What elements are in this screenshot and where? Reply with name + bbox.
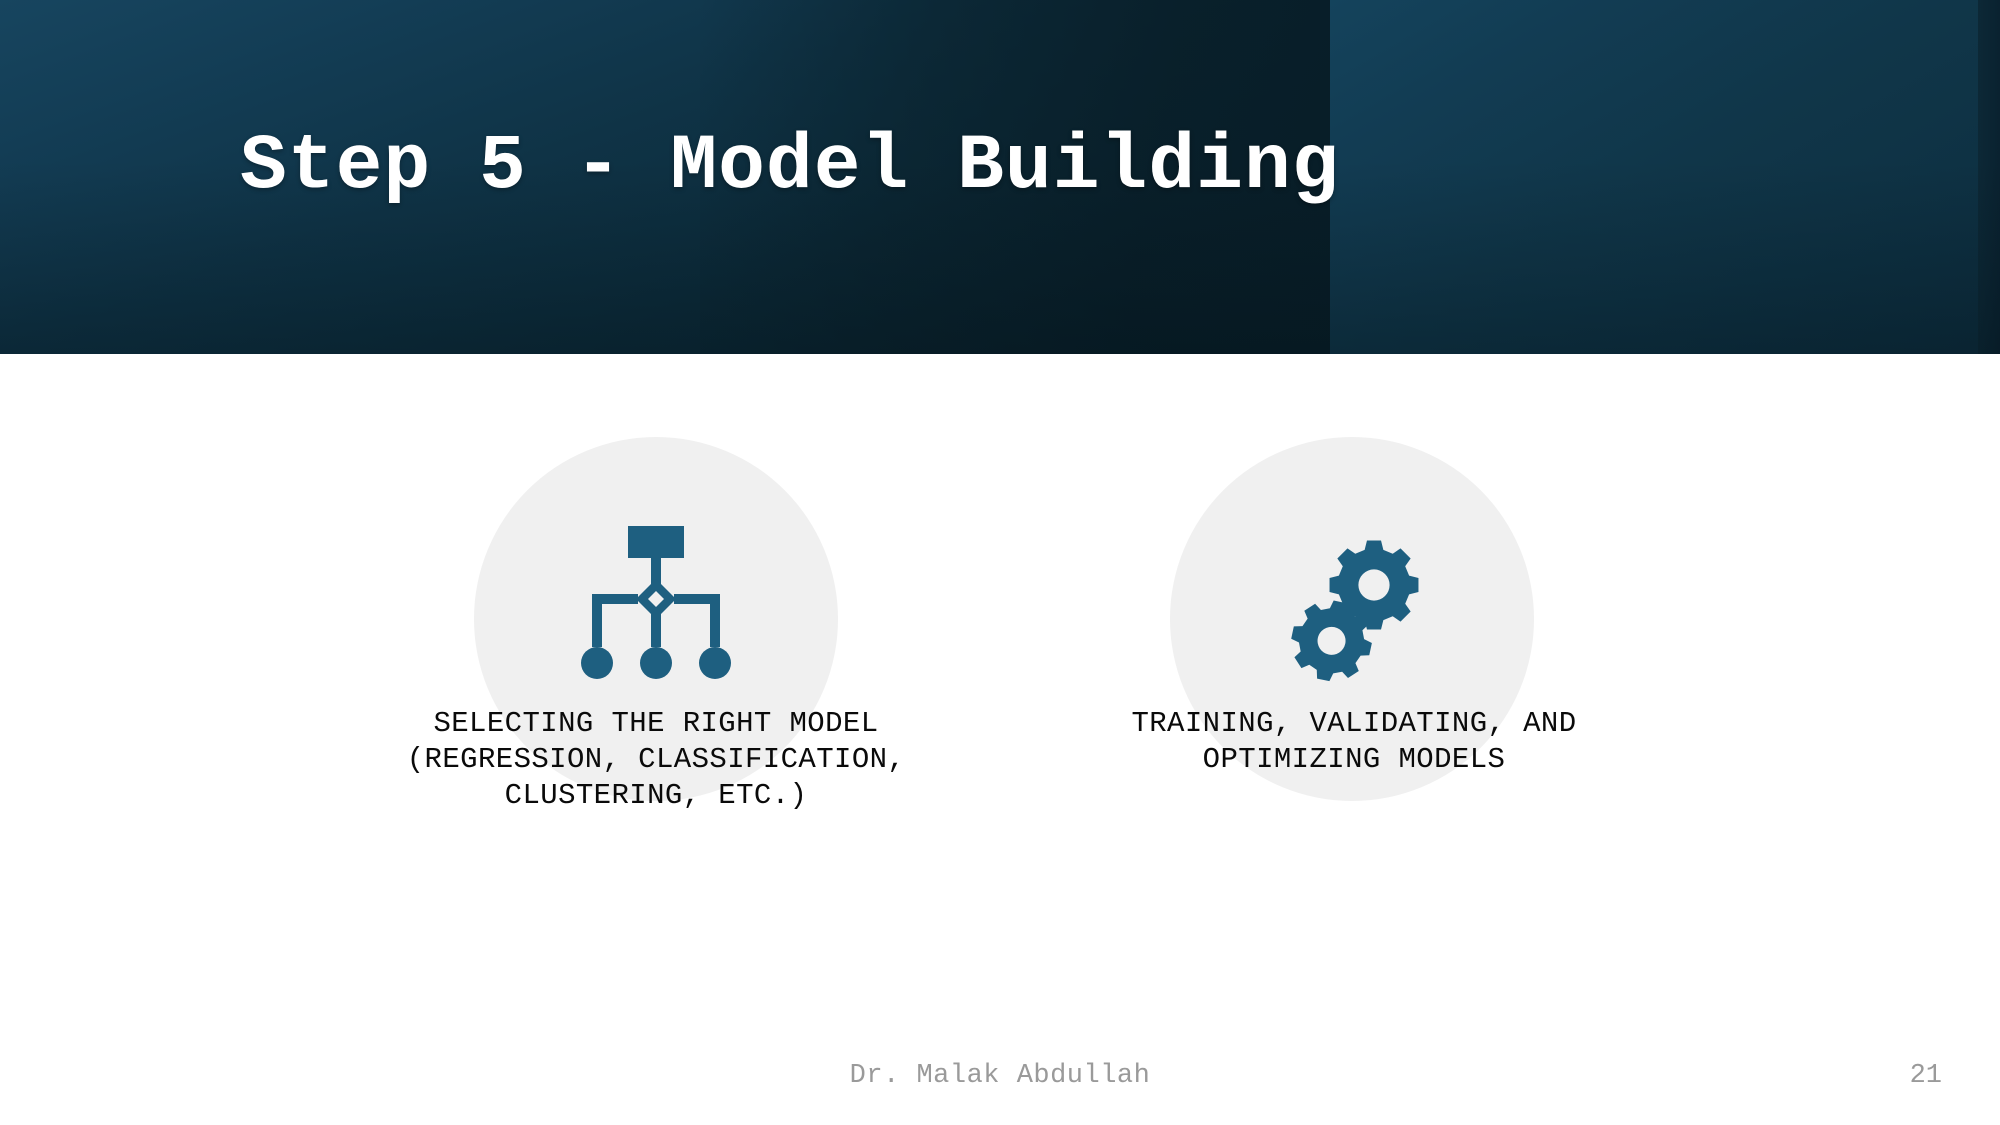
header-left-dark-overlay: [700, 0, 1330, 354]
icon-disc-1: [474, 437, 838, 801]
slide-body: SELECTING THE RIGHT MODEL (REGRESSION, C…: [0, 354, 2000, 1125]
page-title: Step 5 - Model Building: [240, 123, 1340, 211]
gears-icon: [1291, 540, 1419, 682]
hierarchy-tree-icon: [581, 526, 731, 679]
footer-author: Dr. Malak Abdullah: [849, 1061, 1151, 1091]
icon-caption-1: SELECTING THE RIGHT MODEL (REGRESSION, C…: [406, 707, 906, 812]
header-right-panel: [1330, 0, 1978, 354]
footer-page-number: 21: [1909, 1061, 1942, 1091]
icon-caption-2: TRAINING, VALIDATING, AND OPTIMIZING MOD…: [1131, 707, 1577, 776]
header-right-edge-strip: [1978, 0, 2000, 354]
icon-disc-2: [1170, 437, 1534, 801]
